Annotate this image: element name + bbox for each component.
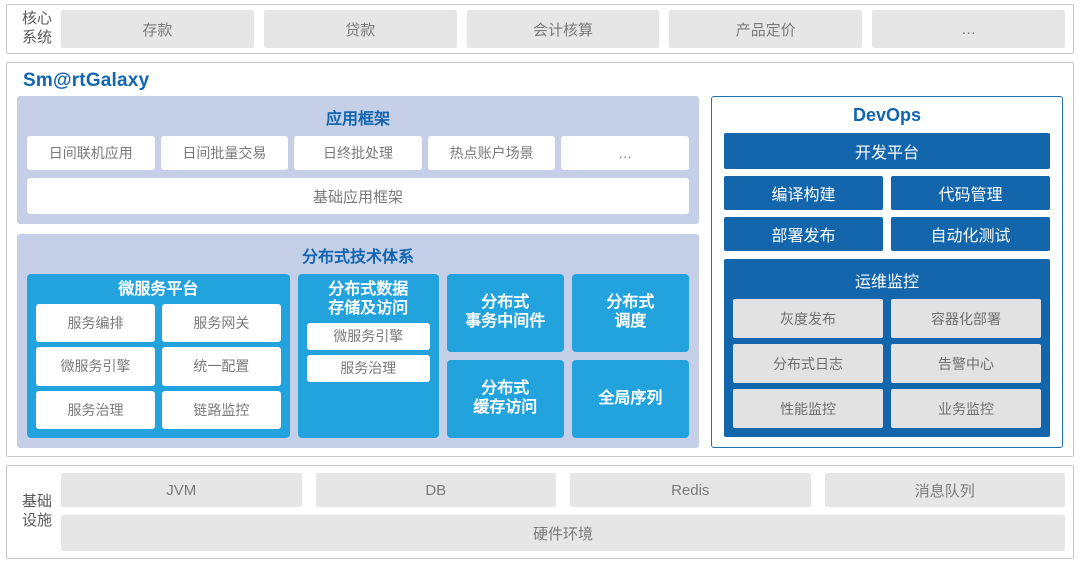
distributed-data-storage-title-line2: 存储及访问	[328, 299, 409, 317]
ops-item-row: 性能监控 业务监控	[733, 389, 1041, 428]
global-sequence-title: 全局序列	[596, 390, 664, 409]
devops-panel: DevOps 开发平台 编译构建 代码管理 部署发布 自动化测试 运维监控	[711, 96, 1063, 448]
core-system-label: 核心 系统	[13, 10, 61, 48]
distributed-cache-access-title: 分布式 缓存访问	[471, 380, 539, 418]
ops-item[interactable]: 告警中心	[891, 344, 1041, 383]
core-system-label-line2: 系统	[21, 29, 52, 46]
infrastructure-label-line2: 设施	[21, 512, 52, 529]
distributed-data-storage-items: 微服务引擎 服务治理	[306, 322, 430, 382]
distributed-transaction-middleware-title: 分布式 事务中间件	[463, 294, 547, 332]
ops-monitoring-title: 运维监控	[854, 274, 919, 291]
distributed-column-4: 分布式 调度 全局序列	[571, 274, 689, 438]
microservice-item-row: 服务治理 链路监控	[36, 390, 281, 429]
microservice-platform-items: 服务编排 服务网关 微服务引擎 统一配置 服务治理 链路监控	[36, 303, 281, 429]
devops-item[interactable]: 自动化测试	[891, 217, 1050, 251]
infrastructure-item[interactable]: 消息队列	[824, 473, 1065, 507]
distributed-tech-grid: 微服务平台 服务编排 服务网关 微服务引擎 统一配置	[27, 274, 689, 438]
core-system-items: 存款 贷款 会计核算 产品定价 …	[61, 10, 1065, 48]
app-framework-item[interactable]: 热点账户场景	[427, 136, 556, 170]
distributed-scheduling-title: 分布式 调度	[604, 294, 656, 332]
microservice-item[interactable]: 服务编排	[36, 303, 155, 343]
platform-brand-title: Sm@rtGalaxy	[23, 70, 150, 91]
microservice-item[interactable]: 链路监控	[161, 390, 281, 429]
core-system-item-more[interactable]: …	[872, 10, 1065, 48]
ops-item-row: 分布式日志 告警中心	[733, 344, 1041, 383]
core-system-item[interactable]: 贷款	[263, 10, 457, 48]
microservice-platform-title: 微服务平台	[118, 281, 199, 298]
microservice-item-row: 服务编排 服务网关	[36, 303, 281, 343]
distributed-transaction-middleware-box[interactable]: 分布式 事务中间件	[446, 274, 564, 352]
data-storage-item[interactable]: 微服务引擎	[306, 322, 430, 350]
distributed-column-3: 分布式 事务中间件 分布式 缓存访问	[446, 274, 564, 438]
global-sequence-box[interactable]: 全局序列	[571, 360, 689, 438]
devops-title: DevOps	[852, 105, 922, 125]
app-framework-item[interactable]: 日间批量交易	[160, 136, 289, 170]
app-framework-item-more[interactable]: …	[561, 136, 689, 170]
platform-section: Sm@rtGalaxy 应用框架 日间联机应用 日间批量交易 日终批处理 热点账…	[6, 62, 1074, 457]
ops-item[interactable]: 业务监控	[891, 389, 1041, 428]
platform-left-column: 应用框架 日间联机应用 日间批量交易 日终批处理 热点账户场景 … 基础应用框架…	[17, 96, 699, 448]
core-system-item[interactable]: 会计核算	[466, 10, 660, 48]
microservice-item[interactable]: 统一配置	[161, 347, 281, 386]
infrastructure-section: 基础 设施 JVM DB Redis 消息队列 硬件环境	[6, 465, 1074, 559]
microservice-item-row: 微服务引擎 统一配置	[36, 347, 281, 386]
app-framework-item[interactable]: 日终批处理	[294, 136, 422, 170]
platform-right-column: DevOps 开发平台 编译构建 代码管理 部署发布 自动化测试 运维监控	[711, 96, 1063, 448]
core-system-label-line1: 核心	[21, 10, 52, 28]
infrastructure-item[interactable]: Redis	[570, 473, 811, 507]
core-system-item[interactable]: 存款	[61, 10, 254, 48]
devops-platform-button[interactable]: 开发平台	[724, 133, 1050, 169]
infrastructure-item[interactable]: JVM	[61, 473, 302, 507]
distributed-scheduling-box[interactable]: 分布式 调度	[571, 274, 689, 352]
app-framework-base[interactable]: 基础应用框架	[27, 178, 689, 214]
title-line1: 分布式	[606, 294, 655, 312]
devops-row: 编译构建 代码管理	[724, 176, 1050, 210]
title-line1: 分布式	[481, 380, 530, 398]
distributed-data-storage-title: 分布式数据 存储及访问	[307, 274, 430, 323]
devops-item[interactable]: 编译构建	[724, 176, 883, 210]
infrastructure-label-line1: 基础	[21, 493, 52, 511]
infrastructure-items: JVM DB Redis 消息队列	[61, 473, 1065, 507]
data-storage-item[interactable]: 服务治理	[306, 354, 430, 382]
distributed-tech-title: 分布式技术体系	[301, 249, 414, 266]
devops-row: 部署发布 自动化测试	[724, 217, 1050, 251]
microservice-platform-box: 微服务平台 服务编排 服务网关 微服务引擎 统一配置	[27, 274, 290, 438]
core-system-section: 核心 系统 存款 贷款 会计核算 产品定价 …	[6, 4, 1074, 54]
application-framework-panel: 应用框架 日间联机应用 日间批量交易 日终批处理 热点账户场景 … 基础应用框架	[17, 96, 699, 224]
application-framework-title: 应用框架	[325, 111, 390, 128]
microservice-item[interactable]: 服务治理	[36, 390, 155, 429]
ops-monitoring-items: 灰度发布 容器化部署 分布式日志 告警中心 性能监控 业务监控	[733, 299, 1041, 428]
platform-columns: 应用框架 日间联机应用 日间批量交易 日终批处理 热点账户场景 … 基础应用框架…	[17, 96, 1063, 448]
devops-item[interactable]: 代码管理	[891, 176, 1050, 210]
application-framework-items: 日间联机应用 日间批量交易 日终批处理 热点账户场景 …	[27, 136, 689, 170]
core-system-item[interactable]: 产品定价	[669, 10, 863, 48]
distributed-tech-panel: 分布式技术体系 微服务平台 服务编排 服务网关 微服务引	[17, 234, 699, 448]
distributed-cache-access-box[interactable]: 分布式 缓存访问	[446, 360, 564, 438]
microservice-item[interactable]: 微服务引擎	[36, 347, 155, 386]
title-line2: 调度	[614, 313, 647, 330]
app-framework-item[interactable]: 日间联机应用	[27, 136, 155, 170]
ops-item[interactable]: 灰度发布	[733, 299, 883, 338]
infrastructure-item[interactable]: DB	[315, 473, 556, 507]
ops-monitoring-panel: 运维监控 灰度发布 容器化部署 分布式日志 告警中心 性能监控	[724, 259, 1050, 437]
microservice-item[interactable]: 服务网关	[161, 303, 281, 343]
infrastructure-label: 基础 设施	[13, 493, 61, 531]
ops-item[interactable]: 性能监控	[733, 389, 883, 428]
distributed-data-storage-box: 分布式数据 存储及访问 微服务引擎 服务治理	[297, 274, 439, 438]
title-line2: 事务中间件	[465, 313, 546, 330]
ops-item-row: 灰度发布 容器化部署	[733, 299, 1041, 338]
devops-item[interactable]: 部署发布	[724, 217, 883, 251]
title-line1: 全局序列	[598, 389, 663, 407]
infrastructure-body: JVM DB Redis 消息队列 硬件环境	[61, 473, 1065, 551]
distributed-data-storage-title-line1: 分布式数据	[328, 281, 409, 298]
ops-item[interactable]: 分布式日志	[733, 344, 883, 383]
title-line2: 缓存访问	[473, 399, 538, 416]
hardware-environment-item[interactable]: 硬件环境	[61, 515, 1065, 551]
title-line1: 分布式	[481, 294, 530, 312]
ops-item[interactable]: 容器化部署	[891, 299, 1041, 338]
